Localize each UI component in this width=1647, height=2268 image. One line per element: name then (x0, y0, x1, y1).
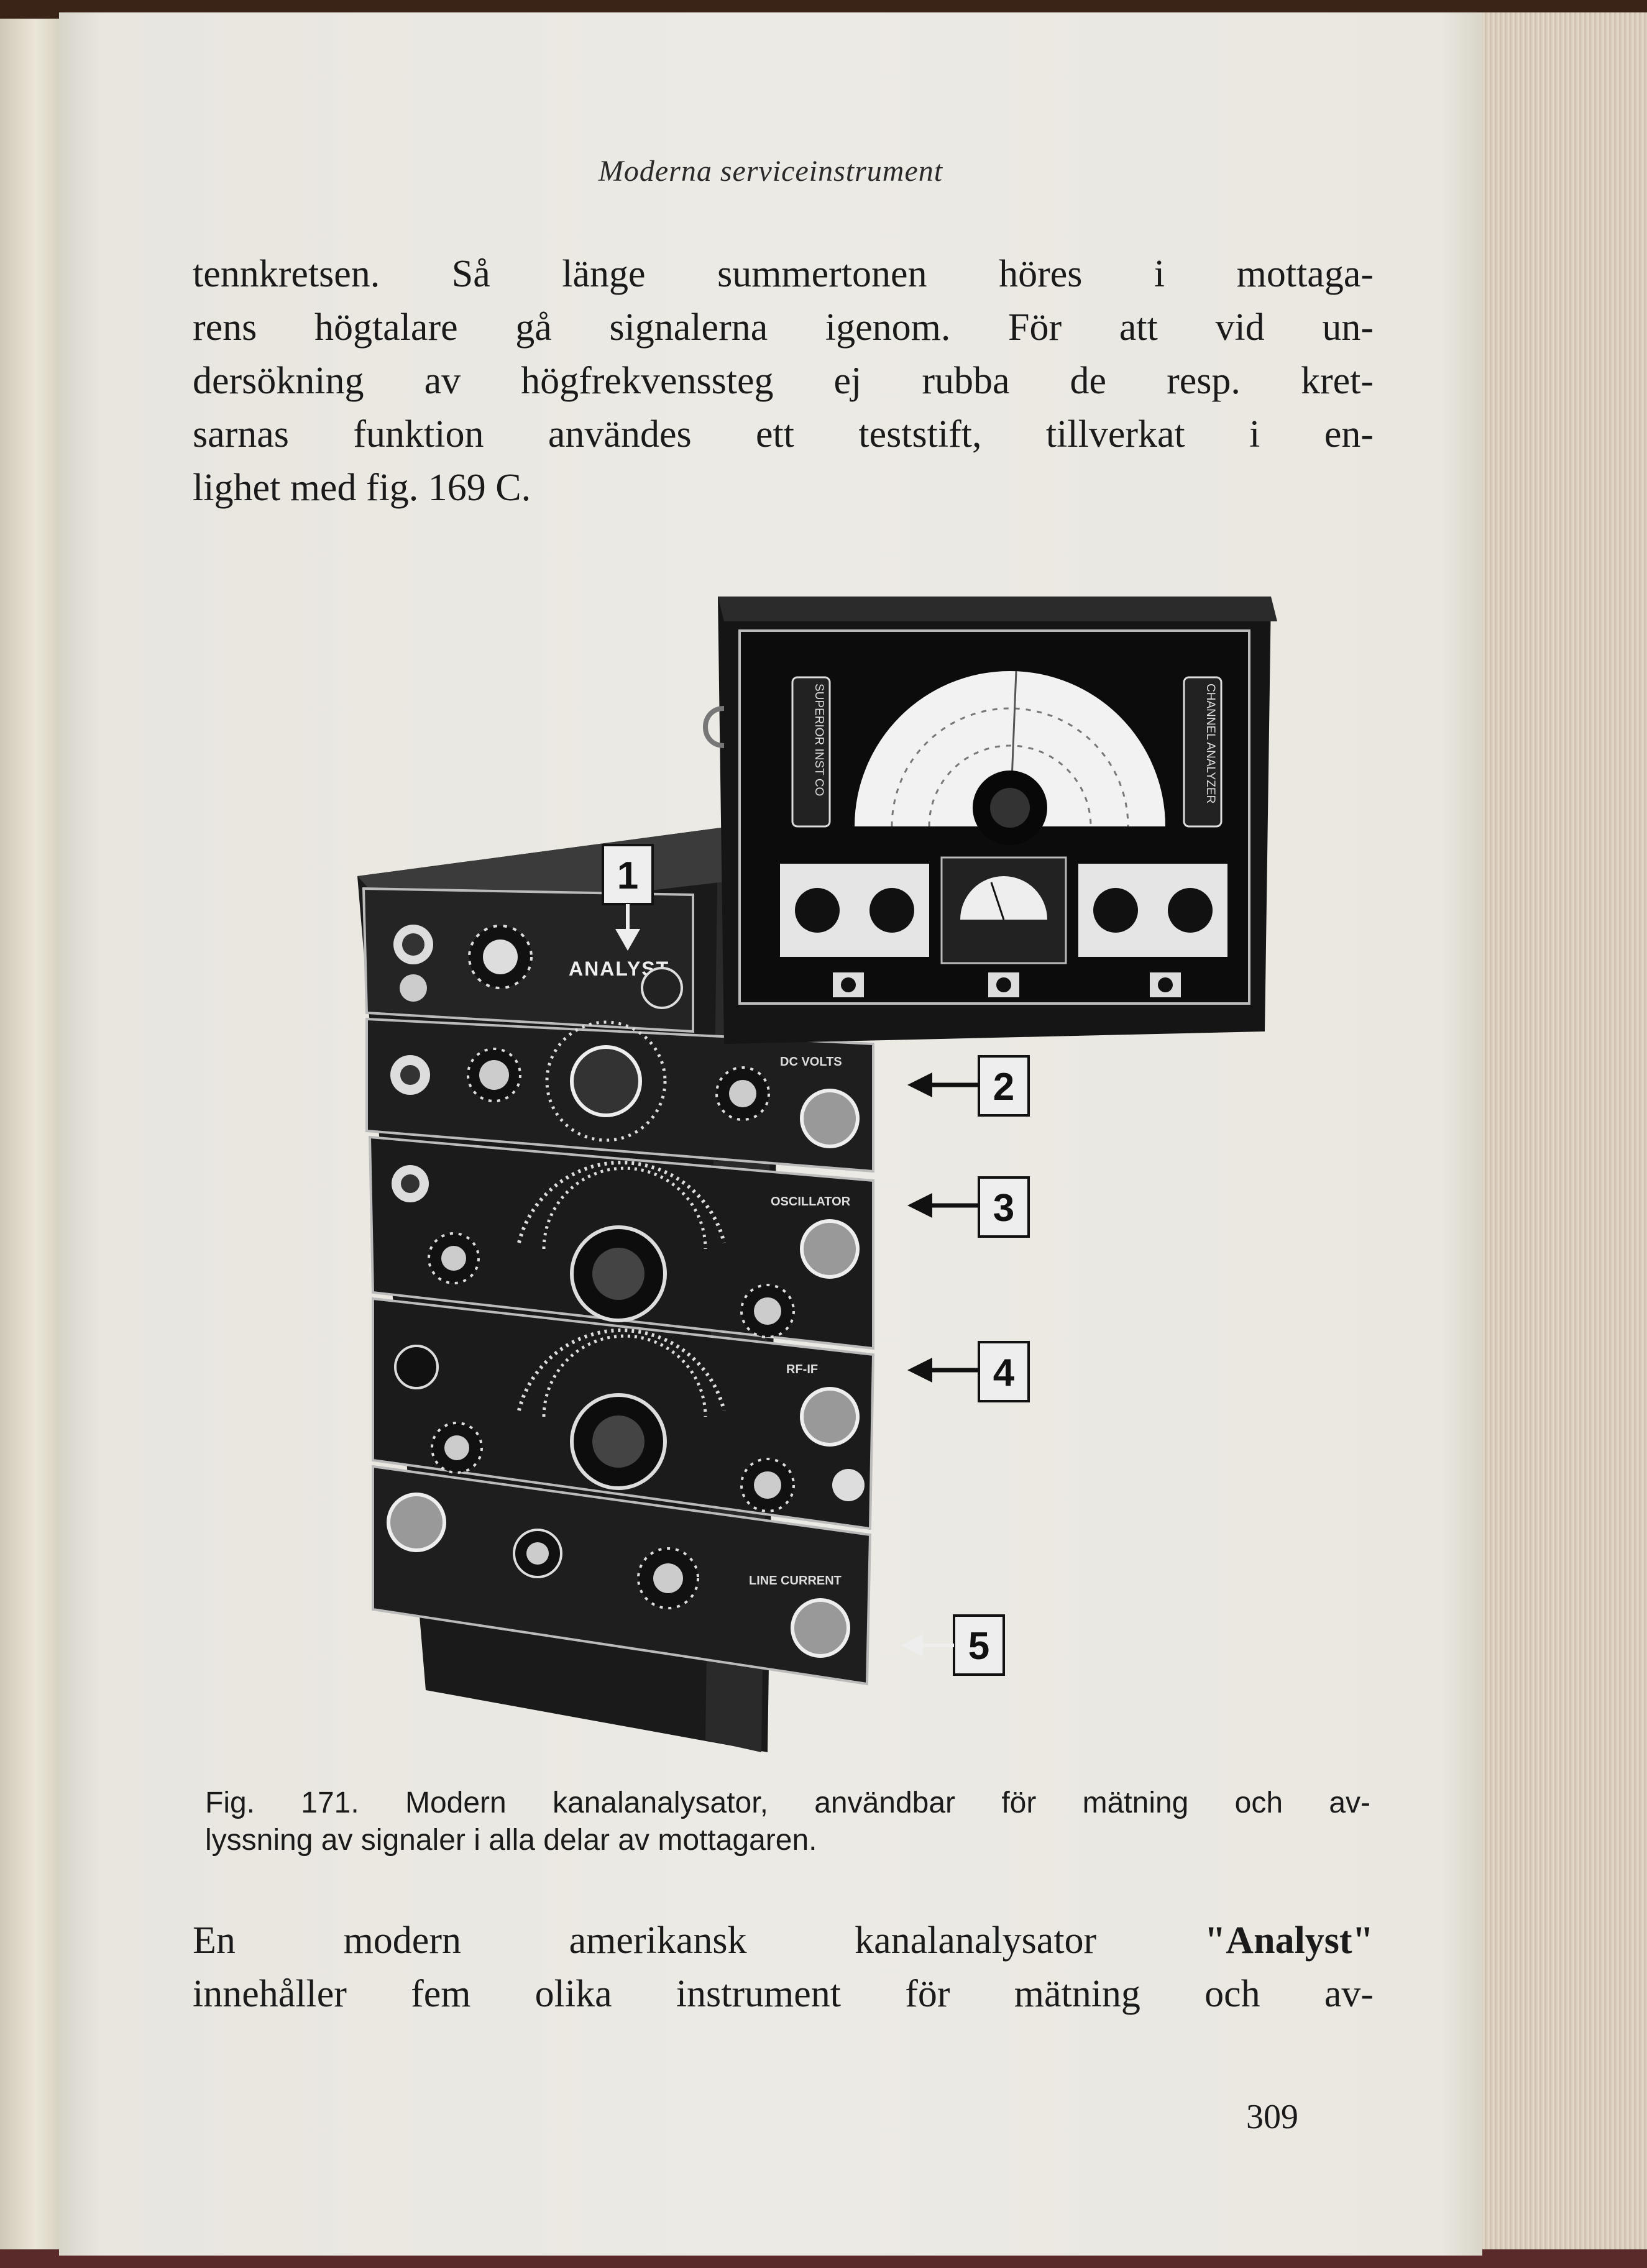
panel-5-line-current: LINE CURRENT (372, 1465, 872, 1686)
paragraph-1: tennkretsen. Så länge summertonen höres … (193, 247, 1374, 514)
top-channel-analyzer-unit: SUPERIOR INST CO CHANNEL ANALYZER (703, 597, 1277, 1044)
panel-4-rf-if: RF-IF (372, 1297, 875, 1530)
callout-3-label: 3 (993, 1187, 1014, 1230)
analyst-bold-term: "Analyst" (1204, 1919, 1374, 1962)
callout-2-label: 2 (993, 1066, 1014, 1109)
callout-5-label: 5 (968, 1625, 989, 1668)
paragraph-2: En modern amerikansk kanalanalysator "An… (193, 1914, 1374, 2021)
line-current-label: LINE CURRENT (749, 1574, 842, 1588)
callout-5: 5 (901, 1614, 1005, 1676)
figure-caption: Fig. 171. Modern kanalanalysator, använd… (205, 1785, 1370, 1859)
callout-1-label: 1 (617, 854, 638, 897)
callout-2: 2 (907, 1055, 1030, 1117)
callout-4-label: 4 (993, 1351, 1015, 1394)
text-line: innehåller fem olika instrument för mätn… (193, 1973, 1374, 2015)
channel-analyzer-illustration: ANALYST DC VOLTS (357, 597, 1277, 1752)
text-segment: En modern amerikansk kanalanalysator (193, 1919, 1204, 1962)
callout-4: 4 (907, 1341, 1030, 1402)
text-line: sarnas funktion användes ett teststift, … (193, 413, 1374, 455)
callout-1: 1 (602, 844, 654, 951)
carry-handle (703, 706, 725, 748)
text-line: lighet med fig. 169 C. (193, 467, 531, 509)
page-number: 309 (1246, 2098, 1298, 2136)
oscillator-label: OSCILLATOR (771, 1195, 851, 1209)
panel-3-oscillator: OSCILLATOR (368, 1135, 874, 1350)
text-line: En modern amerikansk kanalanalysator "An… (193, 1914, 1374, 1967)
figure-171-photo: ANALYST DC VOLTS (295, 584, 1290, 1765)
dc-volts-label: DC VOLTS (780, 1055, 842, 1069)
running-head: Moderna serviceinstrument (598, 155, 943, 188)
tuning-dial-scale (855, 671, 1165, 826)
facing-page-edge (0, 19, 59, 2256)
panel-2-dc-volts: DC VOLTS (365, 1017, 874, 1173)
rf-if-label: RF-IF (786, 1363, 818, 1376)
book-page-edges (1482, 12, 1647, 2256)
caption-line: Fig. 171. Modern kanalanalysator, använd… (205, 1786, 1370, 1819)
text-line: rens högtalare gå signalerna igenom. För… (193, 306, 1374, 349)
text-line: dersökning av högfrekvenssteg ej rubba d… (193, 360, 1374, 402)
callout-3: 3 (907, 1176, 1030, 1238)
text-line: tennkretsen. Så länge summertonen höres … (193, 253, 1374, 295)
superior-inst-plate: SUPERIOR INST CO (812, 684, 825, 796)
caption-line: lyssning av signaler i alla delar av mot… (205, 1824, 817, 1857)
meter-face (960, 876, 1047, 920)
book-page: Moderna serviceinstrument tennkretsen. S… (59, 12, 1482, 2256)
panel-1-analyst: ANALYST (362, 887, 694, 1033)
channel-analyzer-plate: CHANNEL ANALYZER (1204, 684, 1217, 803)
